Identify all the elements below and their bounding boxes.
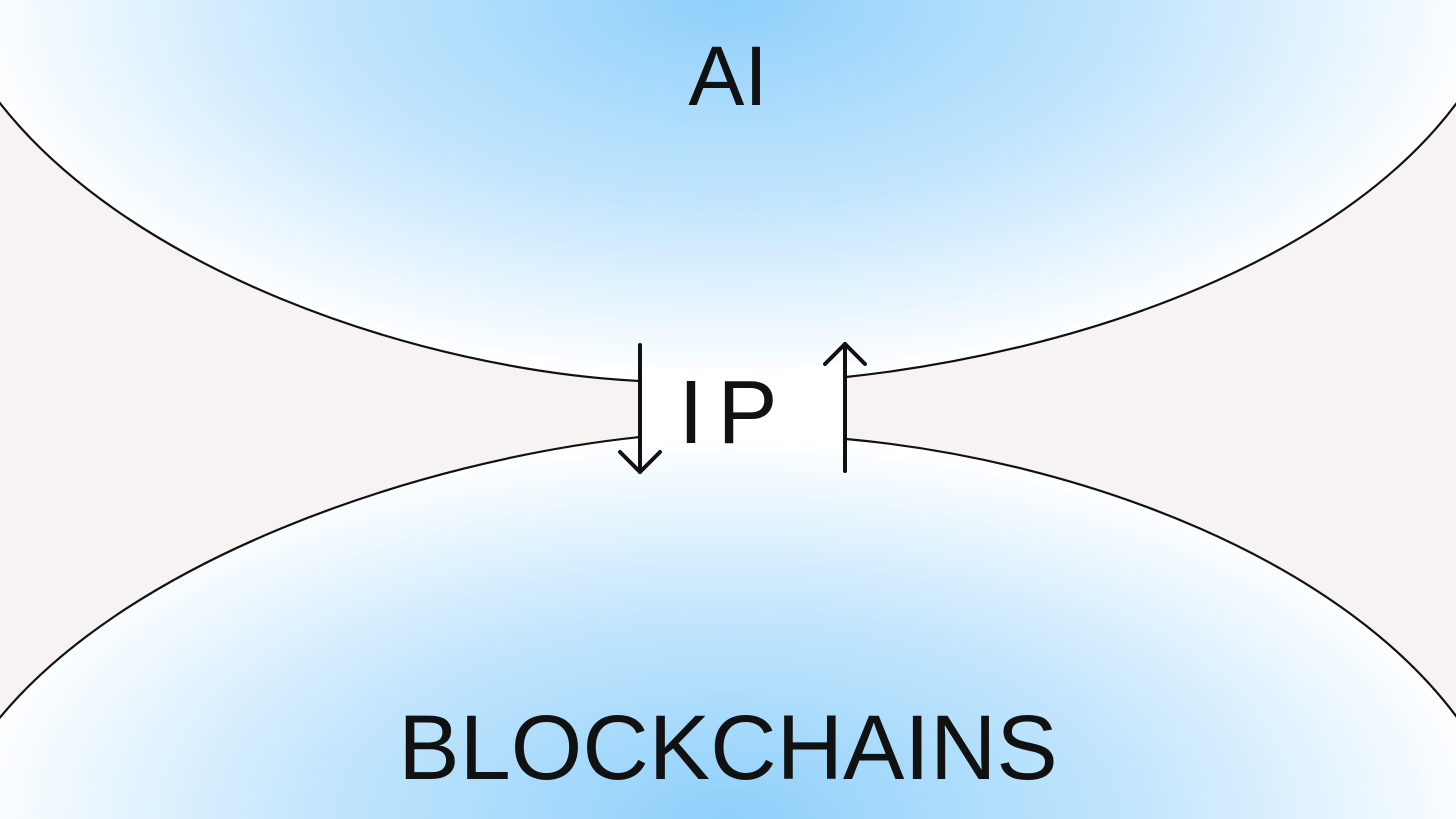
ai-region-outline <box>0 101 641 383</box>
down-arrow-icon <box>618 343 662 474</box>
ai-label: AI <box>688 29 768 123</box>
ip-label: IP <box>678 363 792 463</box>
ai-region-outline-right <box>845 101 1456 379</box>
blockchains-region-outline-right <box>845 437 1456 719</box>
blockchains-region-outline <box>0 435 641 720</box>
blockchains-label: BLOCKCHAINS <box>398 697 1058 799</box>
up-arrow-icon <box>823 342 867 473</box>
ip-channel <box>640 370 846 450</box>
blockchains-region <box>0 437 1456 819</box>
ai-region <box>0 0 1456 381</box>
